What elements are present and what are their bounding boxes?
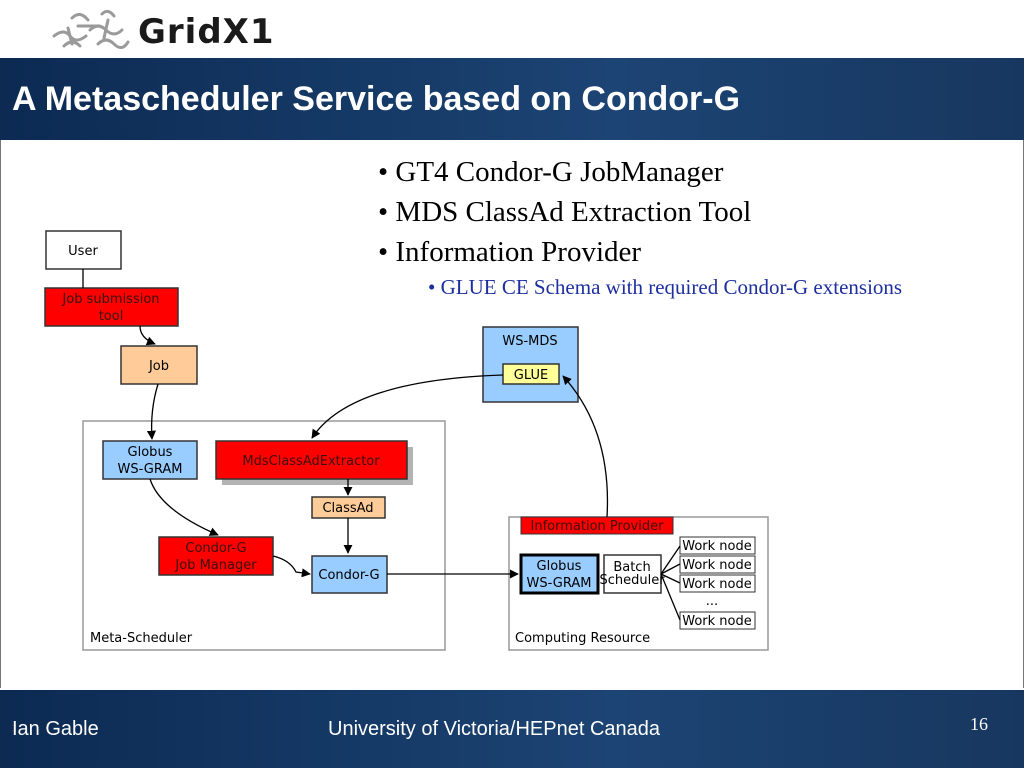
batch-scheduler-label-line2: Scheduler — [599, 573, 665, 588]
arrow-jobmanager-to-condor — [272, 555, 311, 578]
footer-organization: University of Victoria/HEPnet Canada — [328, 718, 661, 740]
gridx1-logo-icon — [52, 9, 130, 49]
work-node-label: Work node — [682, 577, 752, 592]
arrow-provider-to-glue — [562, 375, 609, 518]
work-node-label: Work node — [682, 539, 752, 554]
globus-ws-gram-box — [102, 440, 198, 480]
glue-box — [502, 363, 560, 385]
job-box — [120, 345, 198, 385]
computing-resource-label: Computing Resource — [515, 631, 650, 646]
globus-ws-gram-label-line1: Globus — [128, 445, 173, 460]
batch-scheduler-label-line1: Batch — [613, 560, 650, 575]
bullet-item: • MDS ClassAd Extraction Tool — [378, 196, 752, 228]
arrow-globus-to-jobmanager — [149, 478, 219, 536]
glue-label: GLUE — [514, 368, 548, 383]
mds-classad-extractor-label: MdsClassAdExtractor — [242, 454, 380, 469]
bullet-item: • Information Provider — [378, 236, 642, 268]
connector-scheduler-to-nodes — [660, 545, 681, 621]
information-provider-label: Information Provider — [531, 519, 665, 534]
condor-g-label: Condor-G — [318, 568, 379, 583]
user-label: User — [68, 244, 98, 259]
slide-title: A Metascheduler Service based on Condor-… — [12, 80, 741, 118]
condor-g-job-manager-label-line1: Condor-G — [185, 541, 246, 556]
work-node-box — [679, 611, 756, 630]
globus-ws-gram-label-line2: WS-GRAM — [118, 462, 183, 477]
job-submission-tool-label-line1: Job submission — [61, 292, 159, 307]
work-node-ellipsis: ... — [706, 594, 718, 609]
resource-globus-ws-gram-box — [519, 553, 600, 595]
condor-g-job-manager-label-line2: Job Manager — [174, 558, 257, 573]
work-node-label: Work node — [682, 558, 752, 573]
condor-g-box — [311, 555, 388, 594]
bullet-list: • GT4 Condor-G JobManager • MDS ClassAd … — [378, 152, 902, 302]
logo-text: GridX1 — [138, 12, 275, 52]
footer: Ian Gable University of Victoria/HEPnet … — [0, 690, 1024, 768]
work-node-box — [679, 536, 756, 555]
resource-globus-ws-gram-label-line1: Globus — [537, 559, 582, 574]
job-submission-tool-box — [44, 287, 179, 327]
arrow-tool-to-job — [139, 325, 156, 346]
work-node-label: Work node — [682, 614, 752, 629]
user-box — [45, 230, 122, 270]
batch-scheduler-box — [603, 554, 662, 594]
job-submission-tool-label-line2: tool — [99, 309, 124, 324]
title-bar: A Metascheduler Service based on Condor-… — [0, 58, 1024, 140]
work-node-box — [679, 574, 756, 593]
footer-author: Ian Gable — [12, 718, 99, 740]
logo-bar: GridX1 — [0, 0, 1024, 58]
meta-scheduler-label: Meta-Scheduler — [90, 631, 193, 646]
ws-mds-label: WS-MDS — [502, 334, 557, 349]
classad-label: ClassAd — [322, 501, 373, 516]
arrow-job-to-globus — [146, 383, 159, 440]
page-number: 16 — [970, 714, 988, 734]
job-label: Job — [148, 359, 169, 374]
condor-g-job-manager-box — [158, 536, 274, 576]
resource-globus-ws-gram-label-line2: WS-GRAM — [527, 576, 592, 591]
arrow-glue-to-extractor — [311, 374, 504, 439]
sub-bullet-item: • GLUE CE Schema with required Condor-G … — [428, 275, 903, 299]
mds-classad-extractor-box — [215, 440, 408, 480]
information-provider-box — [520, 516, 674, 535]
bullet-item: • GT4 Condor-G JobManager — [378, 156, 724, 188]
